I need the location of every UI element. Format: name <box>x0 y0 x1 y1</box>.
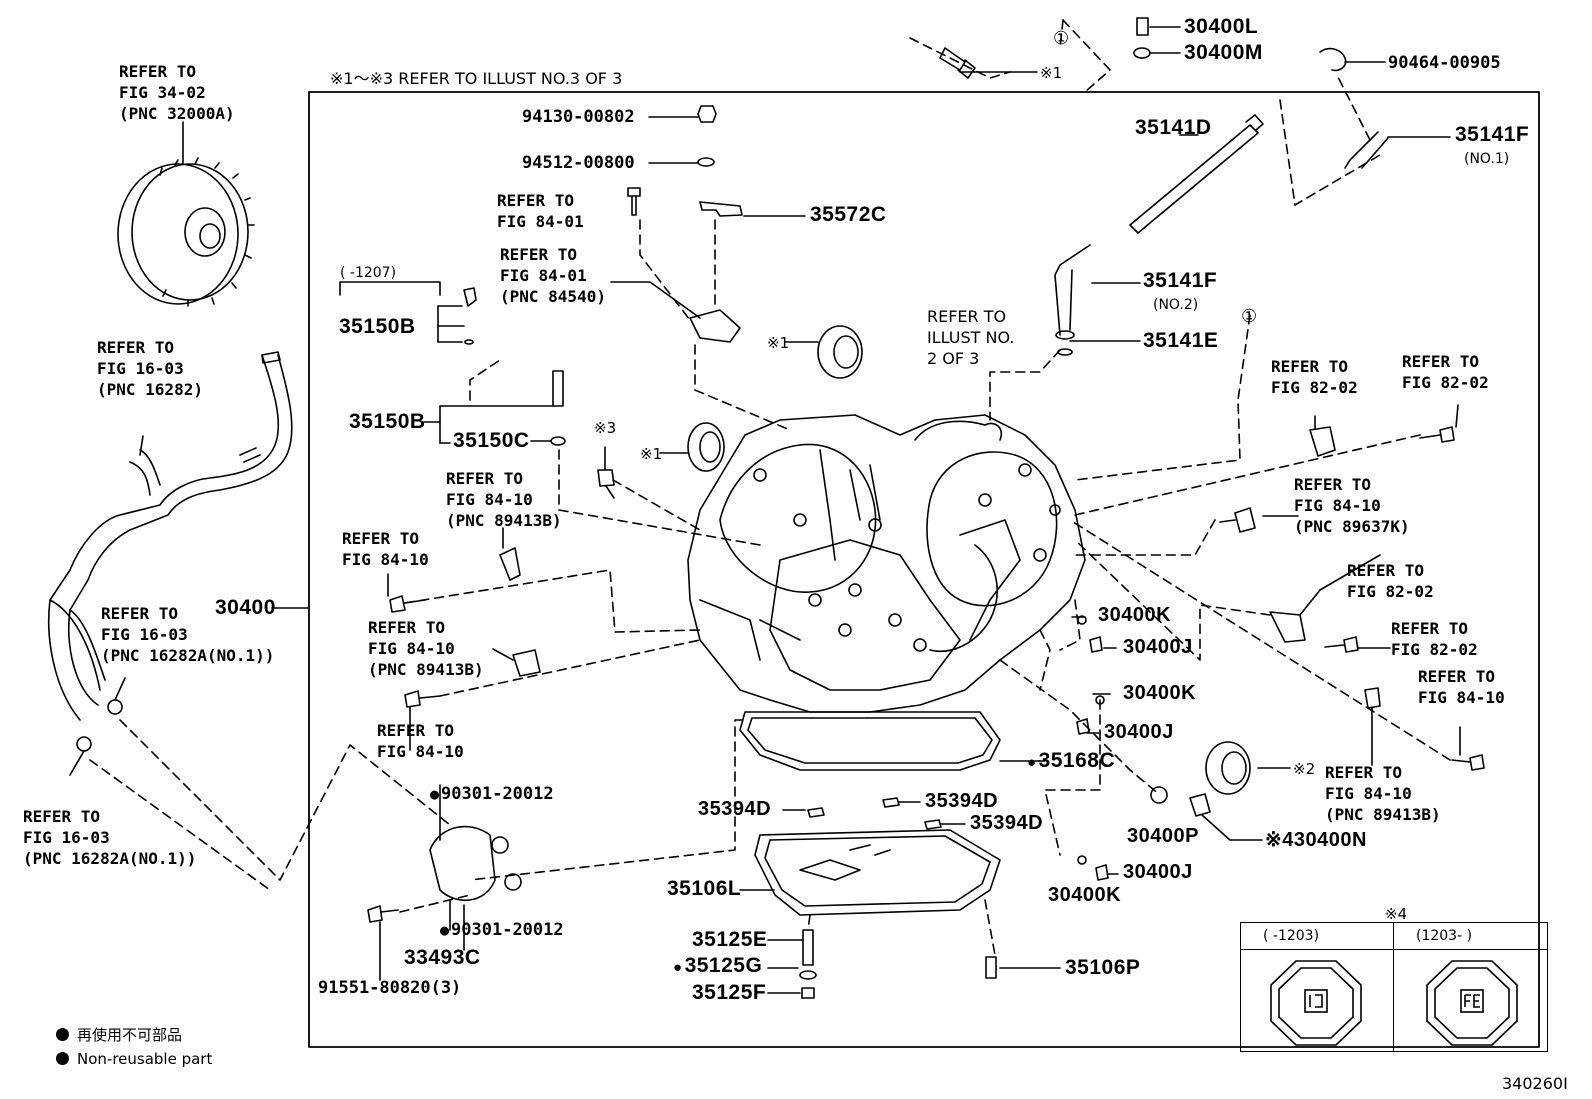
part-35394D-c: 35394D <box>970 812 1044 834</box>
note-s2: ※2 <box>1293 760 1316 778</box>
callout-1-top: ① <box>1053 28 1070 49</box>
part-30400: 30400 <box>215 596 276 619</box>
part-35150C: 35150C <box>453 429 530 452</box>
part-30400P: 30400P <box>1127 825 1199 847</box>
small-parts-drawing <box>367 17 1485 999</box>
callout-1-right: ① <box>1241 306 1258 327</box>
inset-title: ※4 <box>1385 905 1408 923</box>
part-91551-80820: 91551-80820(3) <box>318 978 462 998</box>
part-35141F-no2: 35141F <box>1143 269 1218 292</box>
part-35125E: 35125E <box>692 928 768 951</box>
part-33493C: 33493C <box>404 946 481 969</box>
oil-pan-drawing <box>739 711 1001 916</box>
part-30400J-a: 30400J <box>1123 636 1193 658</box>
legend-bullet-icon <box>56 1028 69 1041</box>
part-35141F-no2-sub: (NO.2) <box>1153 297 1199 313</box>
dashed-lines <box>89 19 1451 956</box>
illust-number: 340260I <box>1502 1074 1568 1093</box>
inset-plugs <box>1270 960 1518 1046</box>
inset-box: ( -1203) (1203- ) <box>1240 922 1548 1052</box>
part-30400J-c: 30400J <box>1123 861 1193 883</box>
torque-converter-drawing <box>117 121 255 307</box>
note-s1-low: ※1 <box>640 445 663 463</box>
part-90464-00905: 90464-00905 <box>1388 53 1501 73</box>
part-90301-20012-b: 90301-20012 <box>440 920 564 941</box>
part-range-1207: ( -1207) <box>340 265 397 281</box>
part-35150B-b: 35150B <box>349 410 426 433</box>
part-35168C: 35168C <box>1027 750 1115 773</box>
note-s1-top: ※1 <box>1040 64 1063 82</box>
part-35141D: 35141D <box>1135 116 1212 139</box>
part-35141F-no1-sub: (NO.1) <box>1464 151 1510 167</box>
part-35106L: 35106L <box>667 877 742 900</box>
part-35394D-a: 35394D <box>698 798 772 820</box>
part-30400K-a: 30400K <box>1098 604 1172 626</box>
part-35141E: 35141E <box>1143 329 1219 352</box>
part-30400M: 30400M <box>1184 41 1263 64</box>
part-35125G: 35125G <box>673 955 762 978</box>
part-30400K-b: 30400K <box>1123 682 1197 704</box>
legend-bullet-icon <box>56 1052 69 1065</box>
part-94512-00800: 94512-00800 <box>522 153 635 173</box>
part-30400L: 30400L <box>1184 15 1259 38</box>
oil-hose-drawing <box>47 351 293 776</box>
part-94130-00802: 94130-00802 <box>522 107 635 127</box>
part-30400K-c: 30400K <box>1048 884 1122 906</box>
part-30400J-b: 30400J <box>1104 721 1174 743</box>
note-s3: ※3 <box>594 419 617 437</box>
part-35106P: 35106P <box>1065 956 1141 979</box>
main-frame <box>308 91 1540 1048</box>
transmission-case-drawing <box>687 414 1086 713</box>
part-35394D-b: 35394D <box>925 790 999 812</box>
inset-col2-label: (1203- ) <box>1416 928 1473 944</box>
inset-col1-label: ( -1203) <box>1263 928 1320 944</box>
part-35150B-a: 35150B <box>339 315 416 338</box>
part-90301-20012-a: 90301-20012 <box>430 784 554 805</box>
part-35572C: 35572C <box>810 203 887 226</box>
legend-en: Non-reusable part <box>56 1050 212 1068</box>
part-35141F-no1: 35141F <box>1455 123 1530 146</box>
part-35125F: 35125F <box>692 981 767 1004</box>
legend-jp: 再使用不可部品 <box>56 1024 182 1045</box>
leader-lines <box>339 26 1461 994</box>
header-note: ※1～※3 REFER TO ILLUST NO.3 OF 3 <box>330 69 623 88</box>
part-30400N: ※430400N <box>1265 829 1367 851</box>
note-s1-mid: ※1 <box>767 334 790 352</box>
